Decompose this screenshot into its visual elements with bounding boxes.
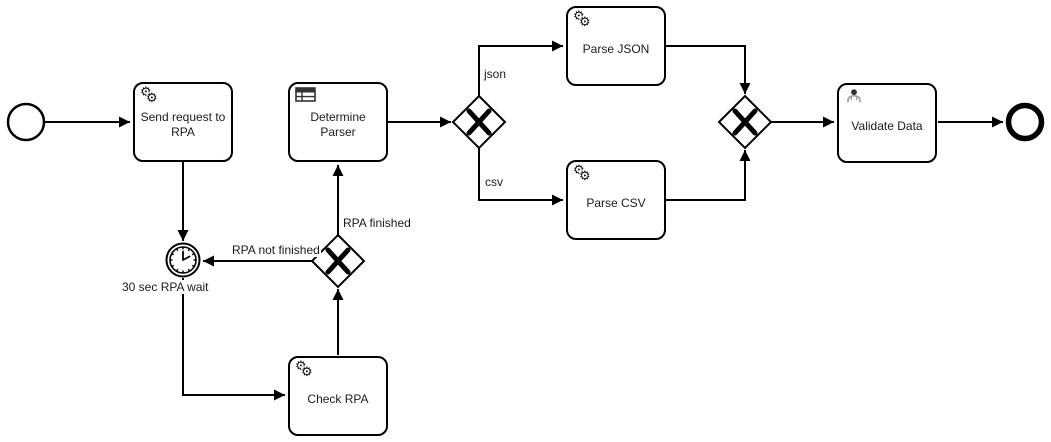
task-parse-csv[interactable]: Parse CSV — [566, 160, 666, 240]
flow-timer-to-check-rpa[interactable] — [182, 278, 285, 401]
task-label: Send request to RPA — [140, 110, 226, 139]
user-icon — [844, 88, 864, 108]
flow-label-csv: csv — [484, 175, 504, 189]
task-label: Validate Data — [851, 118, 923, 133]
task-determine-parser[interactable]: Determine Parser — [288, 82, 388, 162]
parser-split-gateway[interactable] — [451, 94, 507, 150]
service-gears-icon — [295, 360, 315, 381]
task-label: Check RPA — [307, 391, 369, 406]
flow-parse-json-to-merge-gateway[interactable] — [666, 45, 751, 94]
flow-label-rpa-not-finished: RPA not finished — [231, 243, 321, 257]
flow-split-gateway-to-parse-json[interactable] — [478, 40, 563, 96]
task-send-request-to-rpa[interactable]: Send request to RPA — [133, 82, 233, 162]
flow-label-json: json — [483, 67, 508, 81]
xor-marker-icon — [466, 108, 492, 136]
service-gears-icon — [573, 10, 593, 31]
xor-marker-icon — [732, 108, 758, 136]
timer-intermediate-event[interactable] — [165, 242, 201, 278]
service-gears-icon — [140, 86, 160, 107]
task-label: Determine Parser — [310, 110, 366, 139]
timer-clock-hands-icon — [182, 250, 191, 261]
flow-label-rpa-finished: RPA finished — [342, 216, 412, 230]
flow-parse-csv-to-merge-gateway[interactable] — [666, 150, 751, 201]
task-label: Parse CSV — [586, 195, 646, 210]
timer-label: 30 sec RPA wait — [121, 280, 210, 294]
task-validate-data[interactable]: Validate Data — [837, 83, 937, 163]
business-rule-table-icon — [295, 87, 316, 107]
end-event[interactable] — [1005, 102, 1045, 142]
xor-marker-icon — [325, 247, 351, 275]
task-check-rpa[interactable]: Check RPA — [288, 356, 388, 436]
task-parse-json[interactable]: Parse JSON — [566, 6, 666, 86]
start-event[interactable] — [6, 102, 46, 142]
timer-clock-ticks-icon — [170, 247, 196, 273]
rpa-finished-gateway[interactable] — [310, 233, 366, 289]
service-gears-icon — [573, 164, 593, 185]
task-label: Parse JSON — [582, 41, 650, 56]
flow-split-gateway-to-parse-csv[interactable] — [478, 148, 563, 206]
parser-merge-gateway[interactable] — [717, 94, 773, 150]
